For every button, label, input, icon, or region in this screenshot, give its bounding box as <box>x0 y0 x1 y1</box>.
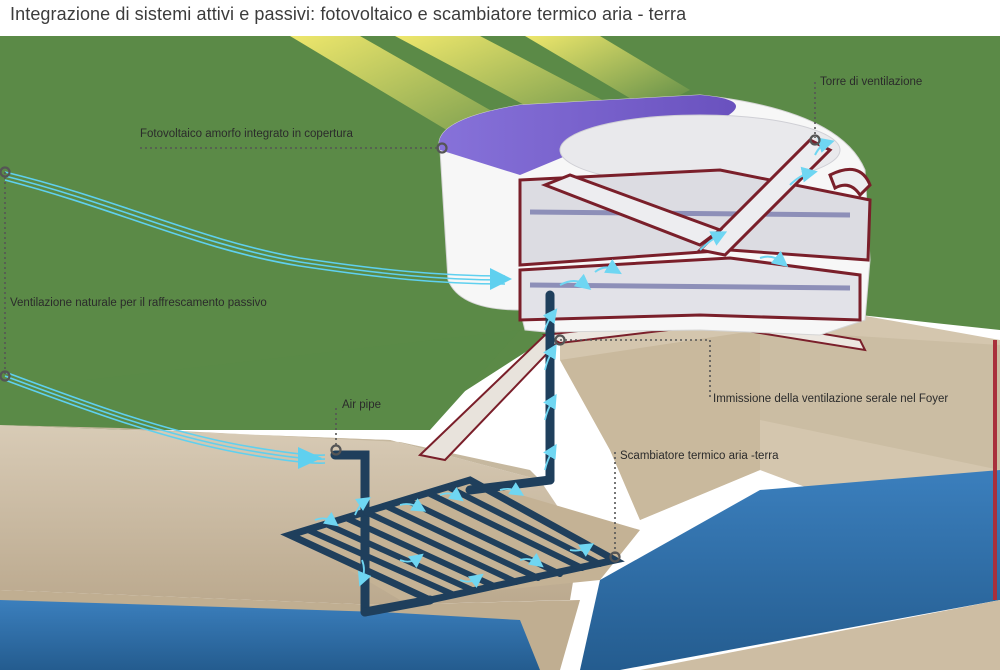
label-ventilation-tower: Torre di ventilazione <box>820 76 923 88</box>
label-evening-ventilation: Immissione della ventilazione serale nel… <box>713 393 949 405</box>
airflow-arrow-building <box>490 268 512 290</box>
soil-block-right-face <box>760 330 1000 470</box>
label-heat-exchanger: Scambiatore termico aria -terra <box>620 450 779 462</box>
interior-airflow-arrows <box>559 137 835 290</box>
pipe-airflow-arrows <box>314 308 595 589</box>
airflow-arrow-pipe <box>298 447 322 469</box>
label-air-pipe: Air pipe <box>342 399 381 411</box>
ventilation-system-diagram <box>0 36 1000 670</box>
groundwater-right <box>580 470 1000 670</box>
callout-leaders <box>4 82 816 556</box>
soil-pit-wall <box>560 330 760 520</box>
label-photovoltaic: Fotovoltaico amorfo integrato in copertu… <box>140 128 353 140</box>
grass-strip-left <box>0 330 520 430</box>
building-pavilion <box>438 94 872 336</box>
groundwater-left <box>0 600 540 670</box>
label-natural-ventilation: Ventilazione naturale per il raffrescame… <box>10 297 267 309</box>
diagram-title: Integrazione di sistemi attivi e passivi… <box>10 4 687 24</box>
callout-markers <box>0 134 821 563</box>
soil-bottom-right <box>640 600 1000 670</box>
